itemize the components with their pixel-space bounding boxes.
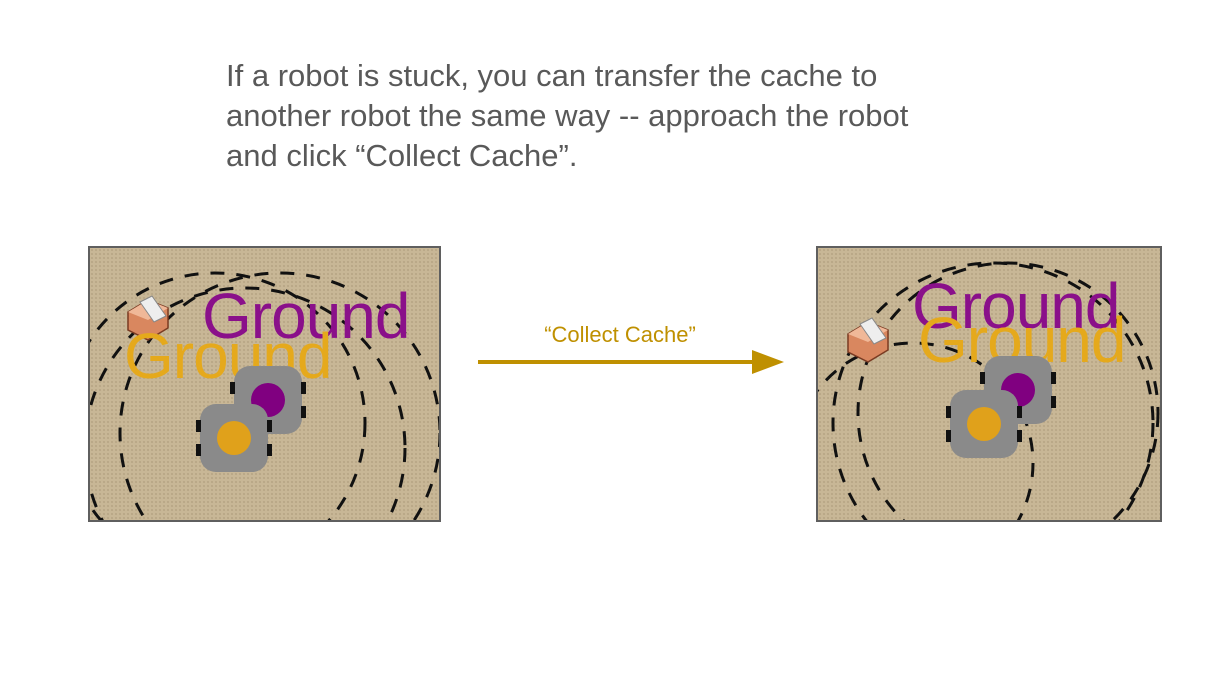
before-scene: [90, 271, 439, 520]
range-circle: [90, 271, 367, 520]
arrow-right-icon: [478, 350, 784, 374]
robot-icon[interactable]: [944, 384, 1024, 464]
robot-icon[interactable]: [194, 398, 274, 478]
ground-label-purple: Ground: [202, 280, 410, 352]
ground-label-purple: Ground: [912, 270, 1120, 342]
range-circle: [90, 286, 407, 520]
range-circle: [818, 341, 1035, 520]
collect-cache-label: “Collect Cache”: [544, 322, 696, 347]
after-screenshot-panel: Ground Ground: [816, 246, 1162, 522]
cache-box-icon[interactable]: [838, 308, 898, 368]
before-screenshot-panel: Ground Ground: [88, 246, 441, 522]
range-circle: [831, 261, 1155, 520]
after-scene: [818, 261, 1160, 520]
instruction-text: If a robot is stuck, you can transfer th…: [226, 58, 909, 173]
range-circle: [856, 261, 1160, 520]
range-circle: [118, 271, 439, 520]
cache-box-icon[interactable]: [118, 286, 178, 346]
